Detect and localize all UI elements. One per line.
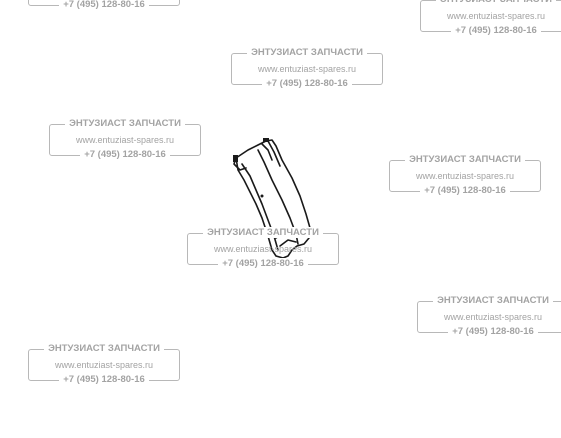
watermark-mid-left: ЭНТУЗИАСТ ЗАПЧАСТИ www.entuziast-spares.… [49,118,201,160]
part-top-rim [261,140,281,167]
watermark-top-left-partial: ЭНТУЗИАСТ ЗАПЧАСТИ www.entuziast-spares.… [28,0,180,10]
side-clip-icon [233,155,238,162]
watermark-center: ЭНТУЗИАСТ ЗАПЧАСТИ www.entuziast-spares.… [187,227,339,269]
watermark-lower-left: ЭНТУЗИАСТ ЗАПЧАСТИ www.entuziast-spares.… [28,343,180,385]
watermark-mid-right: ЭНТУЗИАСТ ЗАПЧАСТИ www.entuziast-spares.… [389,154,541,196]
watermark-top-center: ЭНТУЗИАСТ ЗАПЧАСТИ www.entuziast-spares.… [231,47,383,89]
top-clip-icon [263,138,269,142]
mount-hole-icon [260,194,264,198]
watermark-lower-right: ЭНТУЗИАСТ ЗАПЧАСТИ www.entuziast-spares.… [417,295,561,337]
watermark-top-right: ЭНТУЗИАСТ ЗАПЧАСТИ www.entuziast-spares.… [420,0,561,36]
part-outline [235,139,311,259]
